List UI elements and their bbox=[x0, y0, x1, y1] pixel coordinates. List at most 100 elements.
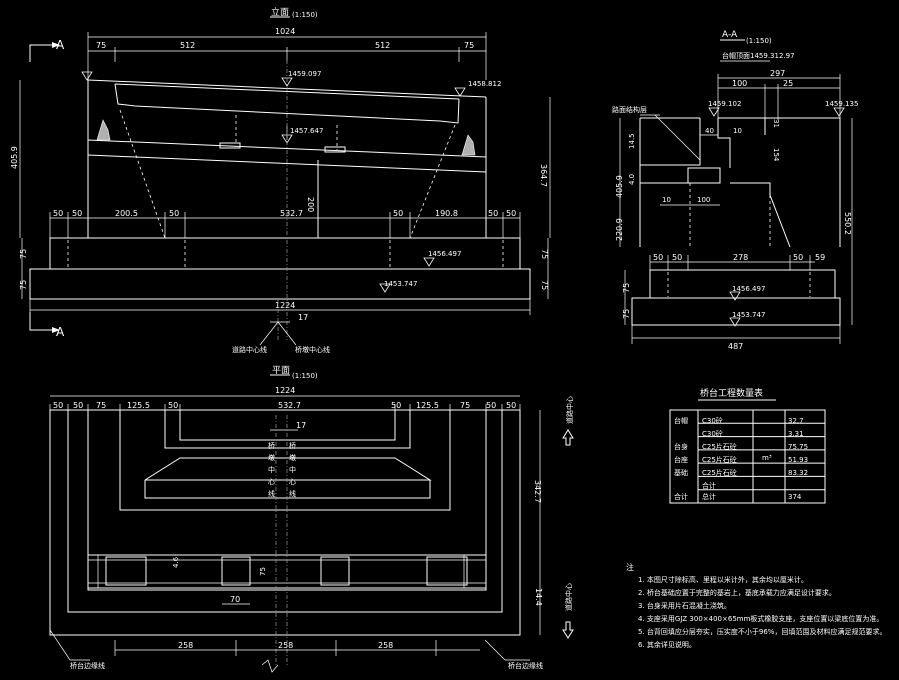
qt-row-4-spec: C25片石砼 bbox=[702, 468, 737, 477]
sec-elev-right: 1459.135 bbox=[825, 100, 858, 108]
qt-row-3-item: 台座 bbox=[674, 455, 688, 464]
qt-row-6-item: 合计 bbox=[674, 492, 688, 501]
plan-center-label-2: 中 bbox=[268, 465, 275, 474]
plan-dim-70: 70 bbox=[230, 595, 240, 604]
plan-dim-bottom-2: 258 bbox=[378, 641, 393, 650]
qt-row-4-item: 基础 bbox=[674, 468, 688, 477]
plan-center-label-0: 桥 bbox=[268, 441, 275, 450]
plan-center-label-r2: 中 bbox=[289, 465, 296, 474]
qt-row-1-spec: C30砼 bbox=[702, 429, 723, 438]
plan-side-label-bottom: 道路中心 bbox=[564, 583, 573, 611]
sec-dim-59: 59 bbox=[815, 253, 825, 262]
qt-row-3-spec: C25片石砼 bbox=[702, 455, 737, 464]
qt-row-2-item: 台身 bbox=[674, 442, 688, 451]
qt-row-2-value: 75.75 bbox=[788, 443, 808, 451]
dim-row-2005: 200.5 bbox=[115, 209, 138, 218]
plan-dim-bottom-0: 258 bbox=[178, 641, 193, 650]
qt-row-0-item: 台帽 bbox=[674, 416, 688, 425]
dim-row-50b: 50 bbox=[72, 209, 82, 218]
plan-view: 平面 (1:150) 1224 50 50 75 125.5 50 532.7 … bbox=[49, 365, 574, 673]
elev-1453: 1453.747 bbox=[384, 280, 417, 288]
qt-row-6-spec: 总计 bbox=[702, 492, 716, 501]
sec-dim-4: 4.0 bbox=[628, 174, 636, 185]
sec-dim-297: 297 bbox=[770, 69, 785, 78]
dim-left-75a: 75 bbox=[19, 249, 28, 259]
qt-row-3-value: 51.93 bbox=[788, 456, 808, 464]
plan-view-scale: (1:150) bbox=[292, 372, 318, 380]
plan-dim-342: 342.7 bbox=[533, 480, 542, 503]
dim-left-height: 405.9 bbox=[10, 146, 19, 169]
plan-dim-offset-17: 17 bbox=[296, 421, 306, 430]
sec-dim-5502: 550.2 bbox=[843, 212, 852, 235]
dim-row-50e: 50 bbox=[488, 209, 498, 218]
elev-mid: 1457.647 bbox=[290, 127, 323, 135]
plan-center-label-1: 墩 bbox=[268, 453, 275, 462]
plan-center-label-r0: 桥 bbox=[289, 441, 296, 450]
plan-dim-75: 75 bbox=[259, 567, 267, 576]
sec-dim-145: 14.5 bbox=[628, 133, 636, 149]
front-view-title: 立面 bbox=[271, 6, 289, 18]
note-item-1: 2. 桥台基础应置于完整的基岩上，基底承载力应满足设计要求。 bbox=[638, 588, 836, 597]
plan-dim-top-9: 50 bbox=[486, 401, 496, 410]
plan-center-label-r4: 线 bbox=[289, 489, 296, 498]
section-view: A-A (1:150) 台帽顶面1459.312.97 297 100 25 1… bbox=[612, 30, 858, 351]
note-item-3: 4. 支座采用GJZ 300×400×65mm板式橡胶支座，支座位置以梁底位置为… bbox=[638, 614, 883, 623]
sec-elev-1453: 1453.747 bbox=[732, 311, 765, 319]
plan-center-label-r3: 心 bbox=[289, 478, 296, 486]
plan-center-label-4: 线 bbox=[268, 489, 275, 498]
sec-dim-10b: 10 bbox=[662, 196, 671, 204]
elev-top-center: 1459.097 bbox=[288, 70, 321, 78]
sec-dim-278: 278 bbox=[733, 253, 748, 262]
plan-dim-top-1: 50 bbox=[73, 401, 83, 410]
plan-dim-top-6: 50 bbox=[391, 401, 401, 410]
plan-right-label: 桥台边缘线 bbox=[508, 661, 543, 670]
label-road-center: 道路中心线 bbox=[232, 345, 267, 354]
plan-center-label-r1: 墩 bbox=[289, 453, 296, 462]
section-top-note: 台帽顶面1459.312.97 bbox=[722, 51, 795, 60]
dim-row-50a: 50 bbox=[53, 209, 63, 218]
plan-dim-top-total: 1224 bbox=[275, 386, 295, 395]
dim-right-75a: 75 bbox=[540, 249, 549, 259]
label-pier-center: 桥墩中心线 bbox=[295, 345, 330, 354]
note-item-4: 5. 台背回填应分层夯实，压实度不小于96%，回填范围及材料应满足规范要求。 bbox=[638, 627, 886, 636]
sec-dim-10a: 10 bbox=[733, 127, 742, 135]
plan-left-label: 桥台边缘线 bbox=[70, 661, 105, 670]
dim-bottom-total: 1224 bbox=[275, 301, 295, 310]
dim-row-1908: 190.8 bbox=[435, 209, 458, 218]
section-mark-a-bottom: A bbox=[56, 325, 65, 339]
sec-elev-left: 1459.102 bbox=[708, 100, 741, 108]
sec-dim-50c: 50 bbox=[793, 253, 803, 262]
dim-row-50d: 50 bbox=[393, 209, 403, 218]
dim-row-50f: 50 bbox=[506, 209, 516, 218]
qt-row-1-value: 3.31 bbox=[788, 430, 804, 438]
plan-center-label-3: 心 bbox=[268, 478, 275, 486]
section-view-title: A-A bbox=[722, 30, 738, 40]
plan-dim-top-5: 532.7 bbox=[278, 401, 301, 410]
sec-dim-75b: 75 bbox=[622, 309, 631, 319]
quantity-table: 桥台工程数量表 m³ 台帽 C30砼 32.7 C30砼 3.31 台身 C25… bbox=[669, 387, 826, 504]
sec-dim-31: 31 bbox=[772, 119, 780, 128]
note-item-2: 3. 台身采用片石混凝土浇筑。 bbox=[638, 601, 731, 610]
front-elevation: 立面 (1:150) A A 1024 75 512 512 75 1459.0… bbox=[10, 6, 551, 354]
sec-dim-40: 40 bbox=[705, 127, 714, 135]
dim-row-50c: 50 bbox=[169, 209, 179, 218]
qt-row-5-spec: 合计 bbox=[702, 481, 716, 490]
sec-dim-100b: 100 bbox=[697, 196, 710, 204]
qt-row-0-spec: C30砼 bbox=[702, 416, 723, 425]
elev-top-right: 1458.812 bbox=[468, 80, 501, 88]
quantity-table-title: 桥台工程数量表 bbox=[700, 387, 763, 399]
plan-dim-top-3: 125.5 bbox=[127, 401, 150, 410]
notes-block: 注 1. 本图尺寸除标高、里程以米计外，其余均以厘米计。 2. 桥台基础应置于完… bbox=[626, 562, 886, 649]
sec-elev-1456: 1456.497 bbox=[732, 285, 765, 293]
plan-dim-top-0: 50 bbox=[53, 401, 63, 410]
qt-row-4-value: 83.32 bbox=[788, 469, 808, 477]
plan-dim-top-4: 50 bbox=[168, 401, 178, 410]
dim-left-75b: 75 bbox=[19, 280, 28, 290]
dim-offset-17: 17 bbox=[298, 313, 308, 322]
sec-left-note: 路面结构层 bbox=[612, 105, 647, 114]
dim-row-5327: 532.7 bbox=[280, 209, 303, 218]
sec-dim-2209: 220.9 bbox=[615, 218, 624, 241]
dim-top-edge-right: 75 bbox=[464, 41, 474, 50]
dim-right-height: 364.7 bbox=[539, 164, 548, 187]
